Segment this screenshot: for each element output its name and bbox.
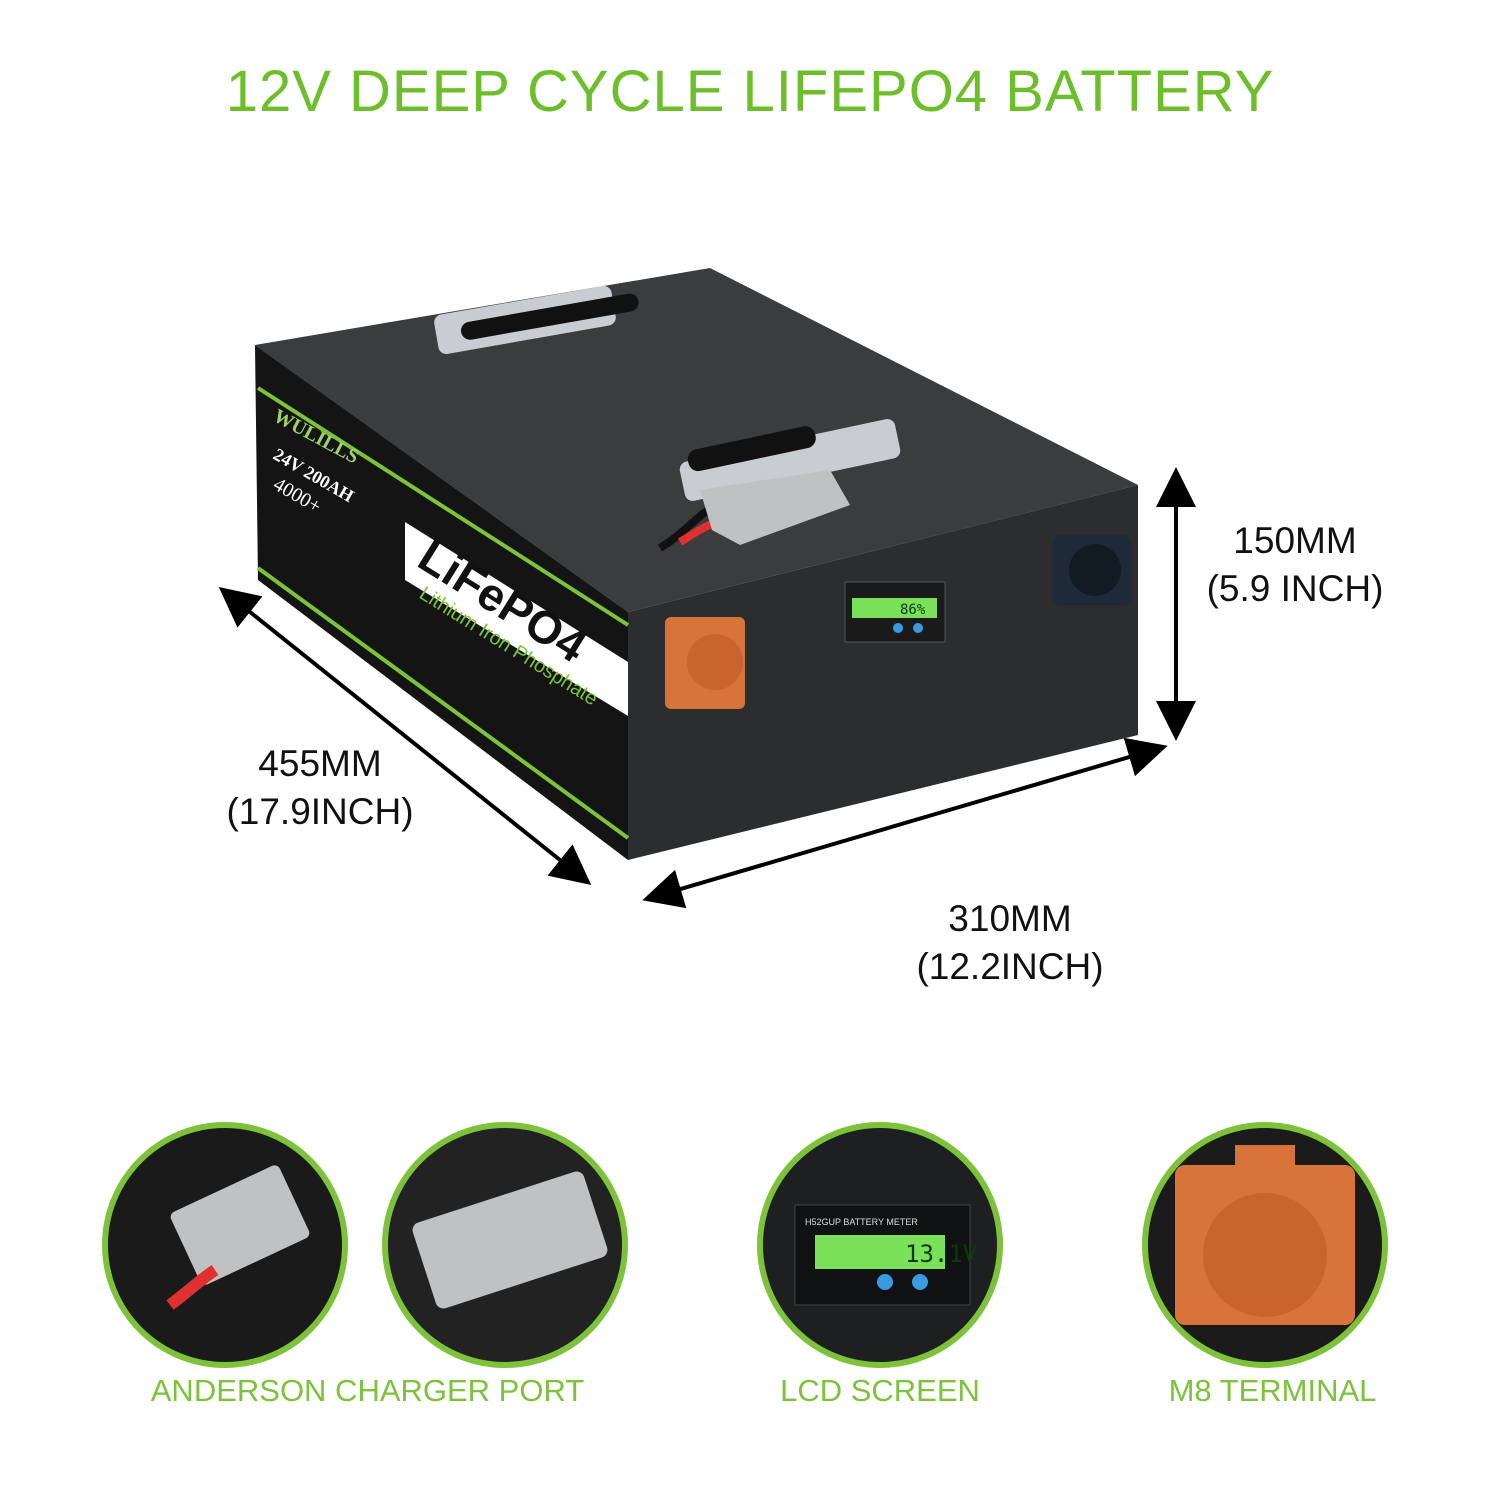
caption-lcd: LCD SCREEN	[780, 1373, 980, 1408]
handle-front	[679, 419, 901, 501]
meter-reading: 86%	[900, 602, 926, 618]
height-inch: (5.9 INCH)	[1206, 568, 1384, 609]
battery-top-face	[255, 268, 1138, 612]
length-dimension: 455MM (17.9INCH)	[205, 740, 435, 836]
detail-lcd: H52GUP BATTERY METER 13.1V	[757, 1122, 1003, 1368]
length-mm: 455MM	[258, 743, 382, 784]
height-mm: 150MM	[1233, 520, 1357, 561]
width-mm: 310MM	[948, 898, 1072, 939]
anderson-connector	[700, 470, 850, 545]
detail-anderson-2	[382, 1122, 628, 1368]
height-dimension: 150MM (5.9 INCH)	[1190, 517, 1400, 613]
length-inch: (17.9INCH)	[226, 791, 414, 832]
detail-m8-terminal	[1142, 1122, 1388, 1368]
caption-anderson: ANDERSON CHARGER PORT	[150, 1373, 585, 1408]
lcd-reading: 13.1V	[905, 1240, 977, 1268]
lcd-title: H52GUP BATTERY METER	[805, 1217, 918, 1227]
page-title: 12V DEEP CYCLE LIFEPO4 BATTERY	[225, 59, 1275, 124]
detail-anderson-1	[102, 1122, 348, 1368]
width-inch: (12.2INCH)	[916, 946, 1104, 987]
caption-m8: M8 TERMINAL	[1168, 1373, 1377, 1408]
length-arrow	[218, 587, 592, 885]
width-arrow	[642, 737, 1168, 909]
width-dimension: 310MM (12.2INCH)	[895, 895, 1125, 991]
